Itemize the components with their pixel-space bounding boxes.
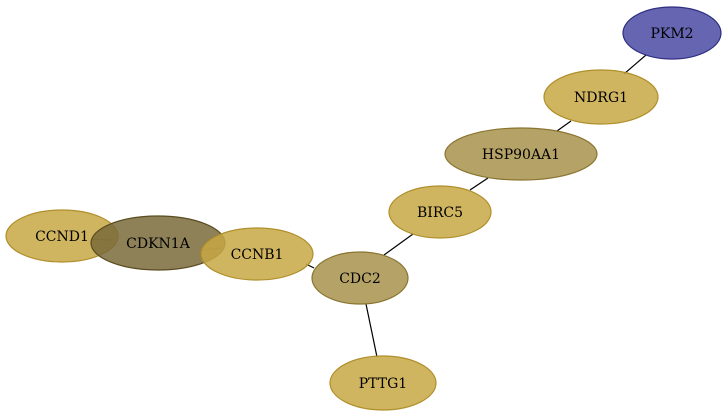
node-label-pttg1: PTTG1 bbox=[359, 376, 407, 392]
node-shape-hsp90aa1 bbox=[444, 127, 598, 181]
node-cdc2[interactable]: CDC2 bbox=[311, 251, 409, 305]
node-label-hsp90aa1: HSP90AA1 bbox=[482, 147, 560, 163]
node-shape-birc5 bbox=[388, 185, 492, 239]
node-shape-pttg1 bbox=[329, 355, 437, 411]
node-birc5[interactable]: BIRC5 bbox=[388, 185, 492, 239]
edge-cdc2-pttg1 bbox=[365, 303, 378, 358]
edge-pkm2-ndrg1 bbox=[623, 54, 647, 75]
node-label-cdc2: CDC2 bbox=[339, 271, 381, 287]
node-ccnb1[interactable]: CCNB1 bbox=[200, 227, 314, 281]
edge-hsp90aa1-birc5 bbox=[469, 177, 489, 191]
node-label-pkm2: PKM2 bbox=[650, 26, 693, 42]
node-pkm2[interactable]: PKM2 bbox=[622, 6, 722, 60]
node-shape-ndrg1 bbox=[543, 69, 659, 125]
edge-birc5-cdc2 bbox=[383, 233, 414, 256]
node-pttg1[interactable]: PTTG1 bbox=[329, 355, 437, 411]
node-label-birc5: BIRC5 bbox=[417, 205, 463, 221]
node-cdkn1a[interactable]: CDKN1A bbox=[90, 215, 226, 271]
node-label-ccnd1: CCND1 bbox=[35, 229, 89, 245]
node-label-cdkn1a: CDKN1A bbox=[126, 236, 191, 252]
node-hsp90aa1[interactable]: HSP90AA1 bbox=[444, 127, 598, 181]
node-shape-ccnb1 bbox=[200, 227, 314, 281]
node-label-ndrg1: NDRG1 bbox=[574, 90, 628, 106]
edge-ndrg1-hsp90aa1 bbox=[556, 120, 572, 132]
node-shape-cdc2 bbox=[311, 251, 409, 305]
node-label-ccnb1: CCNB1 bbox=[231, 247, 284, 263]
node-ndrg1[interactable]: NDRG1 bbox=[543, 69, 659, 125]
node-ccnd1[interactable]: CCND1 bbox=[5, 209, 119, 263]
node-shape-pkm2 bbox=[622, 6, 722, 60]
